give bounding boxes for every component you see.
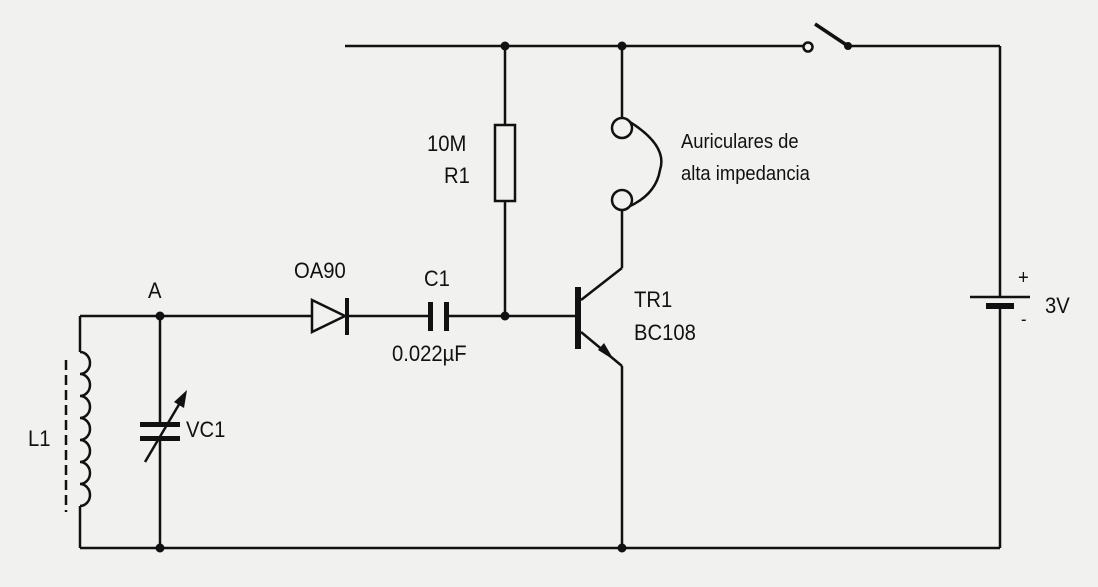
vc1-plate-bottom: [140, 436, 180, 441]
transistor-type-label: BC108: [634, 320, 696, 345]
junction: [155, 543, 165, 553]
switch-pivot: [844, 42, 852, 50]
vc1-arrowhead: [174, 390, 187, 408]
earphone-top: [610, 116, 634, 140]
junction: [500, 311, 510, 321]
variable-capacitor-label: VC1: [186, 417, 226, 442]
resistor-value-label: 10M: [427, 131, 467, 156]
earphone-bottom: [610, 188, 634, 212]
capacitor-c1-plate-right: [444, 302, 449, 331]
battery-minus-label: -: [1021, 309, 1027, 329]
vc1-arrow: [143, 395, 186, 463]
inductor-l1: [79, 350, 92, 508]
transistor-emitter-arrow: [598, 343, 614, 360]
capacitor-name-label: C1: [424, 266, 450, 291]
inductor-label: L1: [28, 426, 51, 451]
junction: [617, 543, 627, 553]
battery-plus-label: +: [1018, 267, 1029, 289]
node-a-label: A: [148, 278, 162, 303]
switch-lever: [814, 22, 849, 48]
diode-label: OA90: [294, 258, 346, 283]
diode-oa90: [310, 298, 348, 334]
battery-voltage-label: 3V: [1045, 293, 1070, 318]
transistor-base-bar: [575, 287, 581, 349]
earphones-label-line1: Auriculares de: [681, 131, 799, 153]
junction: [617, 41, 627, 51]
earphone-headband: [629, 120, 663, 208]
diode-bar: [345, 298, 349, 335]
resistor-name-label: R1: [444, 163, 470, 188]
resistor-r1: [493, 123, 517, 203]
battery-plate-negative: [986, 303, 1014, 309]
switch-contact: [802, 41, 814, 53]
transistor-name-label: TR1: [634, 287, 673, 312]
junction: [155, 311, 165, 321]
earphones-label-line2: alta impedancia: [681, 163, 810, 185]
capacitor-value-label: 0.022µF: [392, 341, 467, 366]
junction: [500, 41, 510, 51]
capacitor-c1-plate-left: [428, 302, 433, 331]
vc1-plate-top: [140, 422, 180, 427]
